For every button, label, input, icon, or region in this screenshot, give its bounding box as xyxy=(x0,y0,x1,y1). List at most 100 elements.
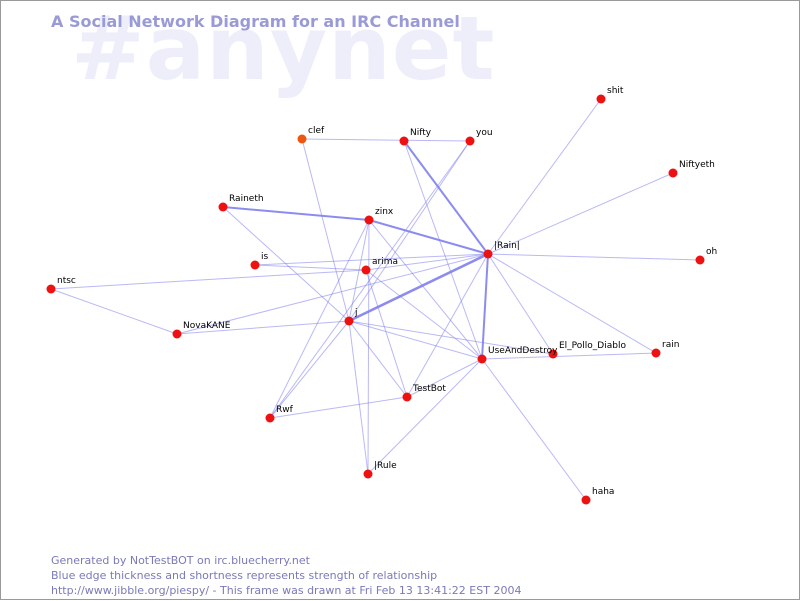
edge-Rain-Niftyeth xyxy=(487,172,674,255)
node-Raineth: Raineth xyxy=(218,194,264,212)
node-dot xyxy=(297,134,307,144)
node-TestBot: TestBot xyxy=(402,384,446,402)
node-Nifty: Nifty xyxy=(399,128,432,146)
node-haha: haha xyxy=(581,487,614,505)
node-dot xyxy=(651,348,661,358)
edge-zinx-UseAndDestroy xyxy=(368,219,483,360)
edge-Rain-oh xyxy=(487,253,701,261)
edge-UseAndDestroy-haha xyxy=(481,358,587,501)
node-is: is xyxy=(250,252,269,270)
edge-Raineth-j xyxy=(222,206,350,322)
node-label: Rwf xyxy=(276,405,294,415)
node-dot xyxy=(172,329,182,339)
node-Rain: |Rain| xyxy=(483,241,520,259)
node-label: NovaKANE xyxy=(183,321,231,331)
node-dot xyxy=(695,255,705,265)
node-label: arima xyxy=(372,257,398,267)
node-dot xyxy=(548,349,558,359)
edge-j-El_Pollo_Diablo xyxy=(348,320,554,355)
edge-arima-ntsc xyxy=(50,269,367,290)
edge-Rain-Nifty xyxy=(403,140,489,255)
edge-Raineth-zinx xyxy=(222,206,370,221)
node-dot xyxy=(218,202,228,212)
node-label: TestBot xyxy=(412,384,446,394)
diagram-title: A Social Network Diagram for an IRC Chan… xyxy=(51,12,460,31)
node-NovaKANE: NovaKANE xyxy=(172,321,231,339)
edge-TestBot-Rwf xyxy=(269,396,408,419)
edge-Rain-shit xyxy=(487,98,602,255)
node-ntsc: ntsc xyxy=(46,276,76,294)
channel-watermark: #anynet xyxy=(71,0,496,100)
node-shit: shit xyxy=(596,86,624,104)
node-dot xyxy=(250,260,260,270)
edge-Rain-j xyxy=(348,252,489,323)
node-label: Niftyeth xyxy=(679,160,715,170)
node-label: ntsc xyxy=(57,276,76,286)
node-you: you xyxy=(465,128,493,146)
node-label: you xyxy=(476,128,493,138)
node-label: j xyxy=(354,308,358,318)
edge-arima-UseAndDestroy xyxy=(365,269,483,360)
node-dot xyxy=(596,94,606,104)
node-arima: arima xyxy=(361,257,398,275)
node-dot xyxy=(265,413,275,423)
edge-Rain-zinx xyxy=(368,219,489,255)
node-label: rain xyxy=(662,340,679,350)
edge-Rain-TestBot xyxy=(406,253,489,398)
node-dot xyxy=(363,469,373,479)
edge-j-Rwf xyxy=(269,320,350,419)
node-label: El_Pollo_Diablo xyxy=(559,341,626,351)
node-label: clef xyxy=(308,126,325,136)
node-Niftyeth: Niftyeth xyxy=(668,160,715,178)
node-label: |Rain| xyxy=(494,241,520,251)
edge-Nifty-UseAndDestroy xyxy=(403,140,483,360)
edge-you-Rwf xyxy=(269,140,471,419)
node-oh: oh xyxy=(695,247,717,265)
node-dot xyxy=(361,265,371,275)
edge-UseAndDestroy-TestBot xyxy=(406,358,483,398)
node-label: is xyxy=(261,252,269,262)
node-El_Pollo_Diablo: El_Pollo_Diablo xyxy=(548,341,626,359)
edge-arima-TestBot xyxy=(365,269,408,398)
node-label: |Rule xyxy=(374,461,397,471)
edge-clef-j xyxy=(301,138,350,322)
edge-Rain-is xyxy=(254,253,489,266)
edge-j-NovaKANE xyxy=(176,320,350,335)
node-dot xyxy=(581,495,591,505)
footer-legend-note: Blue edge thickness and shortness repres… xyxy=(51,569,438,582)
node-Rwf: Rwf xyxy=(265,405,294,423)
edge-zinx-Rwf xyxy=(269,219,370,419)
node-dot xyxy=(364,215,374,225)
node-UseAndDestroy: UseAndDestroy xyxy=(477,346,558,364)
edge-UseAndDestroy-rain xyxy=(481,352,657,360)
edge-Rain-UseAndDestroy xyxy=(481,253,489,360)
node-dot xyxy=(483,249,493,259)
node-dot xyxy=(402,392,412,402)
edge-j-UseAndDestroy xyxy=(348,320,483,360)
node-label: oh xyxy=(706,247,717,257)
edge-Rain-El_Pollo_Diablo xyxy=(487,253,554,355)
footer-generated-by: Generated by NotTestBOT on irc.bluecherr… xyxy=(51,554,310,567)
edge-UseAndDestroy-Rule xyxy=(367,358,483,475)
edges-layer xyxy=(50,98,701,501)
node-label: Nifty xyxy=(410,128,432,138)
edge-Rain-arima xyxy=(365,253,489,271)
node-dot xyxy=(344,316,354,326)
footer-url-timestamp: http://www.jibble.org/piespy/ - This fra… xyxy=(51,584,522,597)
edge-j-TestBot xyxy=(348,320,408,398)
node-zinx: zinx xyxy=(364,207,394,225)
node-label: shit xyxy=(607,86,624,96)
node-label: haha xyxy=(592,487,614,497)
node-dot xyxy=(399,136,409,146)
edge-ntsc-NovaKANE xyxy=(50,288,178,335)
node-dot xyxy=(46,284,56,294)
node-dot xyxy=(477,354,487,364)
node-label: UseAndDestroy xyxy=(488,346,558,356)
node-j: j xyxy=(344,308,358,326)
edge-arima-is xyxy=(254,264,367,271)
edge-clef-you xyxy=(301,138,471,142)
node-dot xyxy=(668,168,678,178)
